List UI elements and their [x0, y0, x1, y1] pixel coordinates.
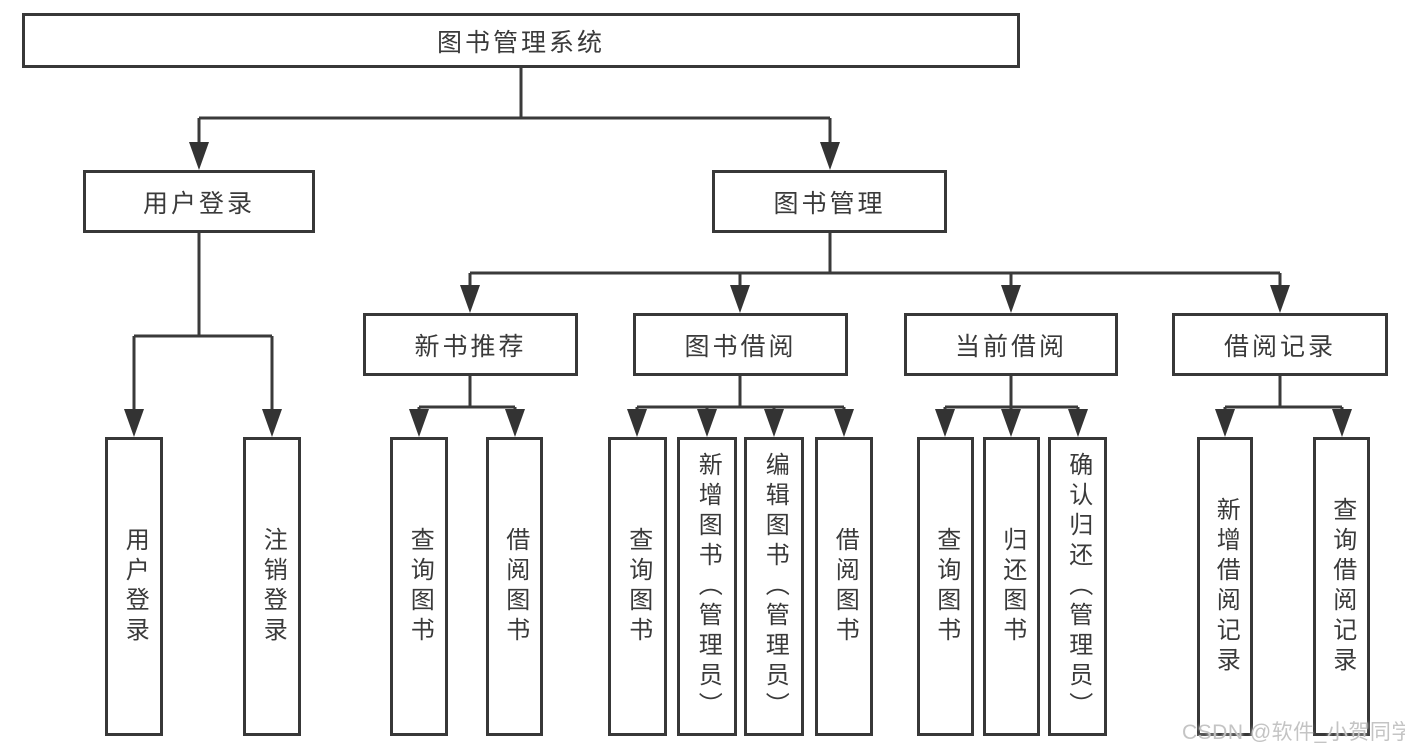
- leaf-label: 借阅图书: [501, 526, 529, 647]
- leaf-query-books: 查询图书: [917, 437, 974, 736]
- arrowheads: [124, 142, 1352, 437]
- node-book-management: 图书管理: [712, 170, 947, 233]
- connector-borrow-record: [1223, 376, 1344, 410]
- arrow-down-icon: [1068, 409, 1088, 437]
- connector-new-book: [417, 376, 517, 410]
- arrow-down-icon: [1332, 409, 1352, 437]
- node-label: 新书推荐: [414, 332, 527, 361]
- connector-current-borrow: [943, 376, 1080, 410]
- csdn-watermark: CSDN @软件_小贺同学: [1182, 721, 1405, 744]
- arrow-down-icon: [697, 409, 717, 437]
- connector-root-stem: [197, 68, 832, 143]
- leaf-confirm-return-admin: 确认归还（管理员）: [1048, 437, 1107, 736]
- arrow-down-icon: [189, 142, 209, 170]
- leaf-logout: 注销登录: [243, 437, 301, 736]
- arrow-down-icon: [627, 409, 647, 437]
- arrow-down-icon: [1270, 285, 1290, 313]
- arrow-down-icon: [834, 409, 854, 437]
- node-book-borrow: 图书借阅: [633, 313, 848, 376]
- arrow-down-icon: [124, 409, 144, 437]
- leaf-label: 查询借阅记录: [1328, 496, 1356, 677]
- leaf-label: 编辑图书（管理员）: [761, 451, 789, 722]
- node-label: 当前借阅: [954, 332, 1067, 361]
- leaf-label: 查询图书: [932, 526, 960, 647]
- arrow-down-icon: [1215, 409, 1235, 437]
- node-library-system: 图书管理系统: [22, 13, 1020, 68]
- leaf-label: 新增图书（管理员）: [694, 451, 722, 722]
- leaf-label: 用户登录: [121, 526, 149, 647]
- connector-book-management: [468, 233, 1282, 286]
- arrow-down-icon: [409, 409, 429, 437]
- node-label: 借阅记录: [1223, 332, 1336, 361]
- leaf-edit-books-admin: 编辑图书（管理员）: [744, 437, 804, 736]
- leaf-label: 查询图书: [624, 526, 652, 647]
- leaf-label: 新增借阅记录: [1212, 496, 1240, 677]
- arrow-down-icon: [935, 409, 955, 437]
- node-label: 用户登录: [142, 189, 255, 218]
- arrow-down-icon: [820, 142, 840, 170]
- node-label: 图书管理: [773, 189, 886, 218]
- node-user-login: 用户登录: [83, 170, 315, 233]
- arrow-down-icon: [505, 409, 525, 437]
- arrow-down-icon: [730, 285, 750, 313]
- node-label: 图书管理系统: [436, 28, 605, 57]
- arrow-down-icon: [460, 285, 480, 313]
- leaf-user-login: 用户登录: [105, 437, 163, 736]
- leaf-query-borrow-record: 查询借阅记录: [1313, 437, 1370, 736]
- leaf-label: 查询图书: [406, 526, 434, 647]
- node-new-book-recommend: 新书推荐: [363, 313, 578, 376]
- leaf-label: 注销登录: [259, 526, 287, 647]
- node-label: 图书借阅: [684, 332, 797, 361]
- leaf-add-borrow-record: 新增借阅记录: [1197, 437, 1253, 736]
- connector-book-borrow: [635, 376, 846, 410]
- leaf-label: 确认归还（管理员）: [1064, 451, 1092, 722]
- arrow-down-icon: [1001, 285, 1021, 313]
- leaf-add-books-admin: 新增图书（管理员）: [677, 437, 737, 736]
- leaf-return-books: 归还图书: [983, 437, 1040, 736]
- arrow-down-icon: [764, 409, 784, 437]
- leaf-borrow-books: 借阅图书: [486, 437, 543, 736]
- leaf-query-books: 查询图书: [390, 437, 448, 736]
- arrow-down-icon: [1001, 409, 1021, 437]
- connector-user-login: [132, 233, 274, 410]
- leaf-borrow-books: 借阅图书: [815, 437, 873, 736]
- leaf-query-books: 查询图书: [608, 437, 667, 736]
- arrow-down-icon: [262, 409, 282, 437]
- leaf-label: 归还图书: [998, 526, 1026, 647]
- node-current-borrow: 当前借阅: [904, 313, 1118, 376]
- leaf-label: 借阅图书: [831, 526, 859, 647]
- node-borrow-record: 借阅记录: [1172, 313, 1388, 376]
